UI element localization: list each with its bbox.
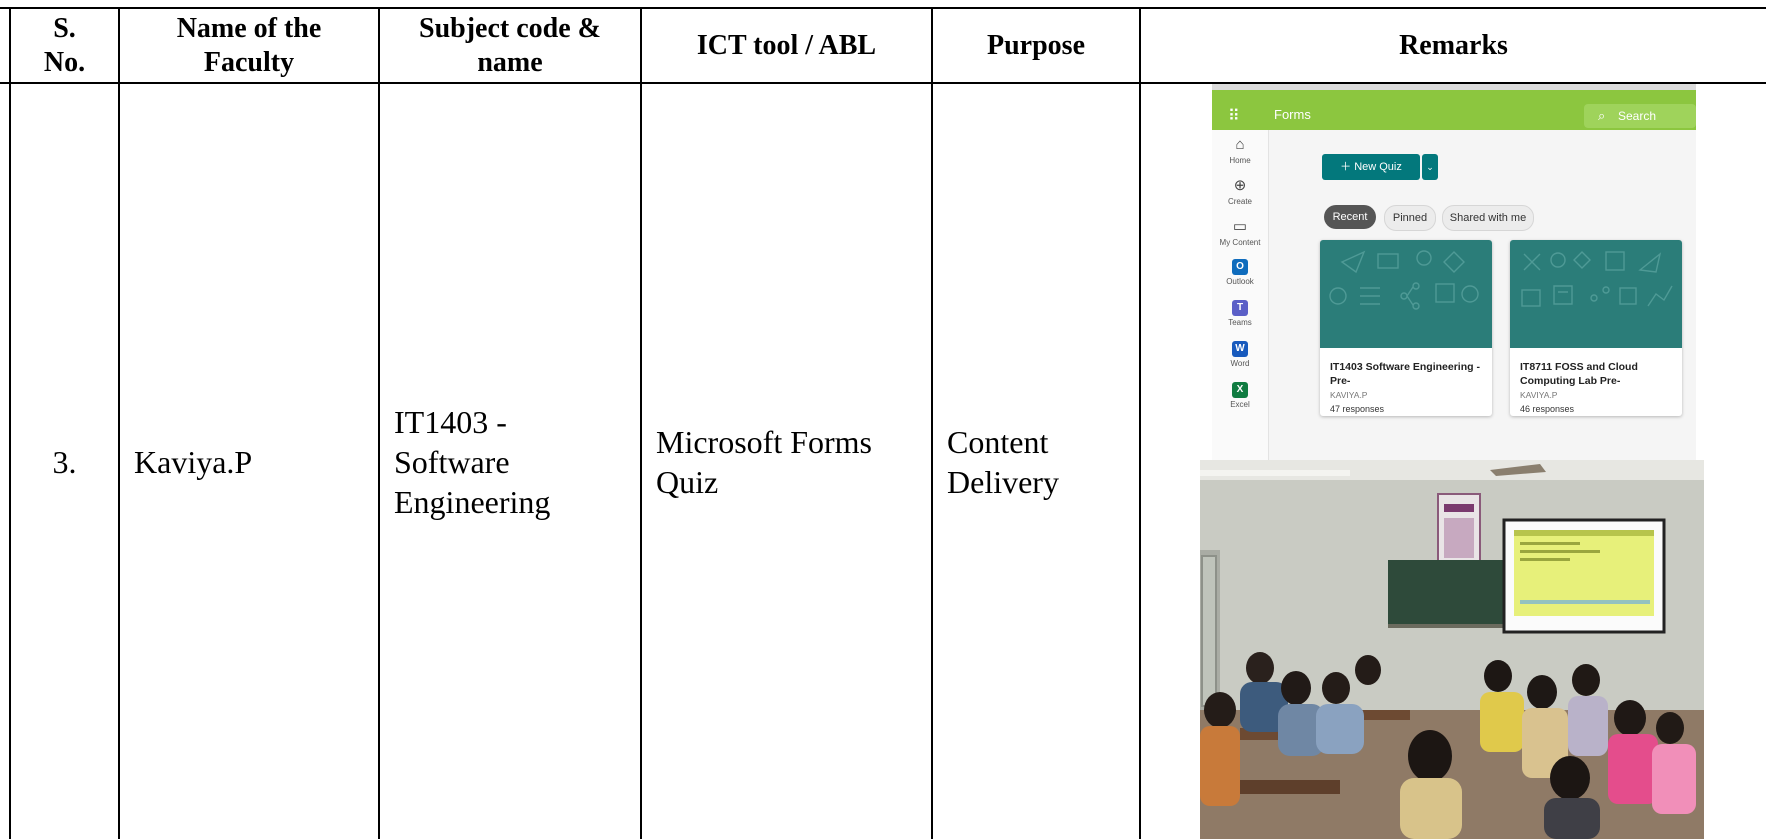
- classroom-scene: [1200, 460, 1704, 839]
- rail-create-label: Create: [1227, 197, 1252, 206]
- quiz-card-1-responses: 47 responses: [1330, 404, 1385, 414]
- browser-strip: [1212, 84, 1696, 90]
- row-subject-line2: Software: [394, 443, 510, 480]
- quiz-card-2-thumbnail: [1510, 240, 1682, 348]
- header-purpose: Purpose: [933, 9, 1139, 82]
- forms-left-rail: ⌂ Home ⊕ Create ▭ My Content O Outlook T…: [1212, 130, 1269, 460]
- row-purpose-line2: Delivery: [947, 463, 1059, 500]
- plus-circle-icon: ⊕: [1233, 177, 1247, 194]
- rail-outlook: O Outlook: [1212, 259, 1268, 286]
- filter-shared: Shared with me: [1442, 205, 1534, 231]
- row-purpose-line1: Content: [947, 423, 1049, 460]
- quiz-card-1-owner: KAVIYA.P: [1330, 390, 1368, 400]
- header-ict-tool: ICT tool / ABL: [642, 9, 931, 82]
- header-bottom-border: [0, 82, 1766, 84]
- header-sno: S.No.: [11, 9, 118, 82]
- quiz-card-2-responses: 46 responses: [1520, 404, 1575, 414]
- row-tool-line2: Quiz: [656, 463, 719, 500]
- forms-screenshot: ⠿ Forms ⌕ Search ⌂ Home ⊕ Create ▭ My Co…: [1212, 84, 1696, 460]
- home-icon: ⌂: [1235, 136, 1245, 153]
- rail-my-content-label: My Content: [1219, 238, 1261, 247]
- rail-my-content: ▭ My Content: [1212, 218, 1268, 247]
- quiz-card-1-title: IT1403 Software Engineering - Pre-: [1330, 361, 1480, 387]
- plus-icon: ＋: [1340, 161, 1355, 173]
- row-tool-line1: Microsoft Forms: [656, 423, 872, 460]
- row-faculty-text: Kaviya.P: [134, 443, 253, 480]
- filter-recent: Recent: [1324, 205, 1376, 229]
- outlook-icon: O: [1232, 259, 1248, 275]
- col-divider-3: [640, 7, 642, 839]
- rail-outlook-label: Outlook: [1226, 277, 1254, 286]
- quiz-card-2-title: IT8711 FOSS and Cloud Computing Lab Pre-: [1520, 361, 1638, 387]
- forms-search-box: ⌕ Search: [1584, 104, 1696, 128]
- quiz-card-2-owner: KAVIYA.P: [1520, 390, 1558, 400]
- word-icon: W: [1232, 341, 1248, 357]
- rail-excel: X Excel: [1212, 382, 1268, 409]
- row-subject-line1: IT1403 -: [394, 403, 507, 440]
- header-subject: Subject code &name: [380, 9, 640, 82]
- app-launcher-icon: ⠿: [1228, 108, 1241, 125]
- new-quiz-label: New Quiz: [1354, 161, 1402, 173]
- quiz-card-1: IT1403 Software Engineering - Pre- KAVIY…: [1320, 240, 1492, 416]
- header-subject-line1: Subject code &: [419, 12, 601, 44]
- forms-header-bar: ⠿ Forms ⌕ Search: [1212, 90, 1696, 130]
- rail-home-label: Home: [1229, 156, 1251, 165]
- classroom-photo: [1200, 460, 1704, 839]
- header-subject-line2: name: [477, 46, 543, 78]
- search-icon: ⌕: [1598, 108, 1606, 123]
- rail-word: W Word: [1212, 341, 1268, 368]
- row-sno-text: 3.: [52, 443, 77, 480]
- thumbnail-pattern: [1521, 251, 1673, 307]
- header-sno-line1: S.: [53, 12, 76, 44]
- rail-word-label: Word: [1230, 359, 1250, 368]
- table-left-border: [9, 7, 11, 839]
- header-faculty-line1: Name of the: [176, 12, 322, 44]
- col-divider-4: [931, 7, 933, 839]
- rail-create: ⊕ Create: [1212, 177, 1268, 206]
- row-subject-line3: Engineering: [394, 483, 551, 520]
- quiz-card-2: IT8711 FOSS and Cloud Computing Lab Pre-…: [1510, 240, 1682, 416]
- header-remarks-text: Remarks: [1399, 29, 1508, 61]
- header-sno-line2: No.: [43, 46, 86, 78]
- row-faculty: Kaviya.P: [120, 84, 378, 839]
- header-purpose-text: Purpose: [987, 29, 1085, 61]
- col-divider-1: [118, 7, 120, 839]
- quiz-card-1-thumbnail: [1320, 240, 1492, 348]
- excel-icon: X: [1232, 382, 1248, 398]
- table-top-border: [0, 7, 1766, 9]
- thumbnail-pattern: [1329, 250, 1479, 310]
- header-ict-tool-text: ICT tool / ABL: [696, 29, 877, 61]
- rail-teams: T Teams: [1212, 300, 1268, 327]
- folder-icon: ▭: [1232, 218, 1248, 235]
- forms-app-title: Forms: [1274, 107, 1311, 122]
- search-placeholder: Search: [1618, 109, 1657, 123]
- rail-home: ⌂ Home: [1212, 136, 1268, 165]
- col-divider-2: [378, 7, 380, 839]
- col-divider-5: [1139, 7, 1141, 839]
- header-faculty-line2: Faculty: [203, 46, 295, 78]
- header-remarks: Remarks: [1141, 9, 1766, 82]
- teams-icon: T: [1232, 300, 1248, 316]
- new-quiz-button: ＋ New Quiz: [1322, 154, 1420, 180]
- rail-excel-label: Excel: [1230, 400, 1250, 409]
- row-sno: 3.: [11, 84, 118, 839]
- filter-pinned: Pinned: [1384, 205, 1436, 231]
- rail-teams-label: Teams: [1228, 318, 1252, 327]
- chevron-down-icon: ⌄: [1422, 154, 1438, 180]
